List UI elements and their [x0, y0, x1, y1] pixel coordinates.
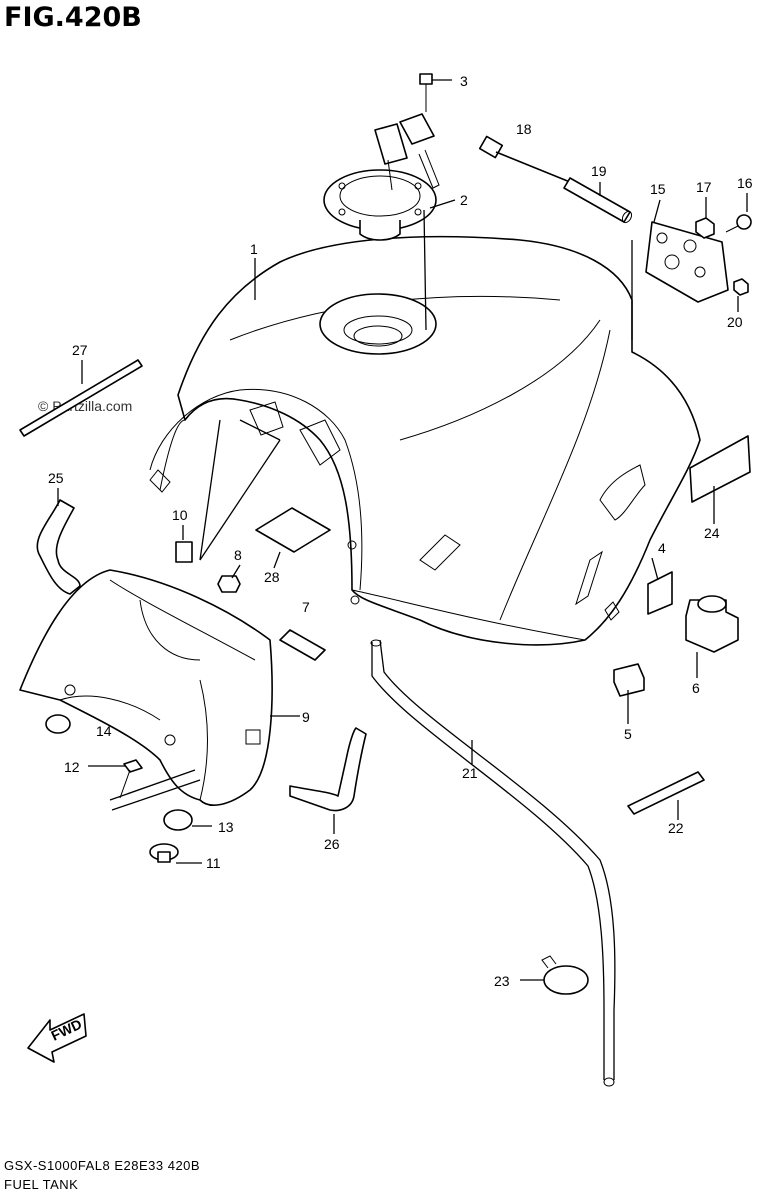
- callout-11: 11: [206, 855, 221, 871]
- rear-bracket[interactable]: [645, 221, 729, 303]
- bolt-11[interactable]: [149, 843, 179, 863]
- callout-8: 8: [234, 547, 242, 563]
- callout-7: 7: [302, 599, 310, 615]
- bracket-26[interactable]: [289, 727, 367, 812]
- figure-title: FIG.420B: [4, 2, 142, 33]
- callout-12: 12: [64, 759, 80, 775]
- clip-25[interactable]: [36, 499, 81, 595]
- long-bolt[interactable]: [478, 135, 571, 183]
- callout-28: 28: [264, 569, 280, 585]
- diagram-name: FUEL TANK: [4, 1177, 79, 1192]
- callout-21: 21: [462, 765, 478, 781]
- callout-14: 14: [96, 723, 112, 739]
- bolt-16[interactable]: [725, 214, 752, 233]
- bolt-12[interactable]: [119, 759, 143, 799]
- callout-24: 24: [704, 525, 720, 541]
- fuel-hose[interactable]: [370, 639, 616, 1087]
- callout-1: 1: [250, 241, 258, 257]
- callout-3: 3: [460, 73, 468, 89]
- callout-23: 23: [494, 973, 510, 989]
- sensor-4[interactable]: [647, 571, 673, 615]
- nut-17[interactable]: [695, 217, 715, 239]
- cap-6[interactable]: [685, 595, 739, 653]
- tank-lower-cover[interactable]: [19, 569, 273, 806]
- callout-6: 6: [692, 680, 700, 696]
- leader-lines: [57, 182, 748, 981]
- cushion-13[interactable]: [163, 809, 193, 831]
- callout-5: 5: [624, 726, 632, 742]
- clip-22[interactable]: [627, 771, 705, 815]
- callout-15: 15: [650, 181, 666, 197]
- callout-17: 17: [696, 179, 712, 195]
- callout-9: 9: [302, 709, 310, 725]
- fuel-cap[interactable]: [323, 113, 440, 241]
- nut-20[interactable]: [733, 278, 749, 296]
- bolt-8[interactable]: [217, 575, 241, 593]
- callout-4: 4: [658, 540, 666, 556]
- callout-10: 10: [172, 507, 188, 523]
- callout-25: 25: [48, 470, 64, 486]
- callout-13: 13: [218, 819, 234, 835]
- fuel-tank[interactable]: [149, 235, 701, 646]
- block-5[interactable]: [613, 663, 645, 697]
- callout-2: 2: [460, 192, 468, 208]
- model-code: GSX-S1000FAL8 E28E33 420B: [4, 1158, 201, 1173]
- spacer-tube[interactable]: [563, 177, 633, 224]
- callout-19: 19: [591, 163, 607, 179]
- callout-22: 22: [668, 820, 684, 836]
- hose-clamp[interactable]: [541, 955, 589, 995]
- callouts: 1 2 3 4 5 6 7 8 9 10 11 12 13 14 15 16 1…: [48, 73, 753, 989]
- callout-16: 16: [737, 175, 753, 191]
- screw[interactable]: [419, 73, 452, 112]
- callout-27: 27: [72, 342, 88, 358]
- forward-arrow-icon: FWD: [27, 1013, 87, 1063]
- cushion-10[interactable]: [175, 541, 193, 563]
- callout-18: 18: [516, 121, 532, 137]
- cushion-pad[interactable]: [689, 435, 751, 503]
- pad-7[interactable]: [279, 629, 326, 661]
- callout-20: 20: [727, 314, 743, 330]
- grommet-14[interactable]: [45, 714, 71, 734]
- tape-strip[interactable]: [19, 359, 143, 437]
- callout-26: 26: [324, 836, 340, 852]
- label-28[interactable]: [255, 507, 331, 553]
